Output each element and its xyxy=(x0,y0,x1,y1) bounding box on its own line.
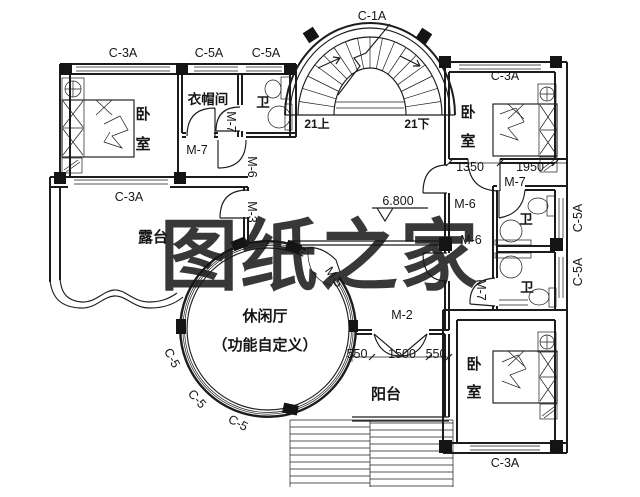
label-room-bedroom-br-2: 室 xyxy=(466,383,481,401)
label-dim-1500: 1500 xyxy=(388,347,416,361)
door-m6-corridor-2 xyxy=(422,252,448,282)
label-room-leisure-hall: 休闲厅 xyxy=(241,307,287,325)
label-room-bedroom-left-1: 卧 xyxy=(135,106,150,123)
label-window-c3a-bottom: C-3A xyxy=(491,456,520,470)
label-window-c3a-topleft: C-3A xyxy=(109,46,138,60)
label-room-terrace: 露台 xyxy=(138,228,168,246)
door-bath-topleft xyxy=(215,106,241,132)
label-dim-550a: 550 xyxy=(347,347,368,361)
label-window-c5-1: C-5 xyxy=(161,346,183,370)
label-room-bedroom-tr-1: 卧 xyxy=(460,104,475,121)
label-door-m7-cloak: M-7 xyxy=(186,143,208,157)
label-dim-1950: 1950 xyxy=(516,160,544,174)
label-stair-up: 21上 xyxy=(304,116,329,131)
walls xyxy=(49,61,568,454)
label-window-c5a-right2: C-5A xyxy=(571,257,585,286)
stair-treads xyxy=(299,37,441,108)
door-m5-swing xyxy=(307,247,333,287)
label-door-m3: M-3 xyxy=(245,201,259,223)
door-m6-hall xyxy=(217,139,247,169)
bed-topright xyxy=(492,83,558,173)
label-elevation: 6.800 xyxy=(382,194,413,208)
elevation-symbol xyxy=(372,207,428,223)
label-window-c5a-top1: C-5A xyxy=(195,46,224,60)
door-m6-corridor-1 xyxy=(422,164,448,194)
label-room-leisure-note: （功能自定义） xyxy=(212,336,317,354)
door-m7-cloakroom xyxy=(186,107,216,137)
label-window-c3a-terrace: C-3A xyxy=(115,190,144,204)
labels: C-3A C-5A C-5A C-1A C-3A C-3A C-3A C-5A … xyxy=(109,9,585,470)
stair-arrow-left xyxy=(317,56,341,69)
label-door-m6-hall: M-6 xyxy=(245,156,259,178)
door-bath1 xyxy=(498,189,526,219)
columns xyxy=(54,26,563,453)
label-door-m7-bedroom1: M-7 xyxy=(504,175,526,189)
label-door-m7-bath2: M-7 xyxy=(474,279,488,301)
bed-topleft xyxy=(61,77,135,174)
window-bands xyxy=(74,64,564,451)
stair-arrow-right xyxy=(399,55,421,67)
door-m7-bath2 xyxy=(469,277,496,307)
label-window-c5a-right1: C-5A xyxy=(571,203,585,232)
label-room-bedroom-tr-2: 室 xyxy=(460,132,475,150)
label-window-c3a-topright: C-3A xyxy=(491,69,520,83)
door-gap-mask xyxy=(301,246,342,284)
label-dim-1350: 1350 xyxy=(456,160,484,174)
door-m2-double xyxy=(373,333,428,357)
label-door-m7-cloak-rot: M-7 xyxy=(224,111,238,133)
bathroom-fixtures xyxy=(264,76,557,308)
door-m7-bedroom1 xyxy=(467,158,501,192)
door-m5-leaf xyxy=(307,247,341,273)
entry-steps xyxy=(289,416,454,487)
label-room-balcony: 阳台 xyxy=(371,385,401,403)
terrace-railing xyxy=(49,277,184,309)
label-room-cloakroom: 衣帽间 xyxy=(188,91,229,107)
label-window-c5a-top2: C-5A xyxy=(252,46,281,60)
door-swings xyxy=(186,106,526,357)
label-stair-down: 21下 xyxy=(404,117,429,131)
stair-break-line xyxy=(337,23,391,96)
label-room-bath-topleft: 卫 xyxy=(256,95,270,110)
label-window-c1a: C-1A xyxy=(358,9,387,23)
label-room-bath-right2: 卫 xyxy=(520,280,534,295)
label-door-m2: M-2 xyxy=(391,308,413,322)
watermark-text: 图纸之家 xyxy=(160,212,480,300)
label-room-bath-right1: 卫 xyxy=(519,212,533,227)
label-door-m6-corridor1: M-6 xyxy=(454,197,476,211)
label-room-bedroom-br-1: 卧 xyxy=(466,356,481,373)
bed-bottomright xyxy=(492,331,558,420)
door-m3-terrace xyxy=(219,189,249,219)
dimension-marks xyxy=(348,159,567,362)
label-room-bedroom-left-2: 室 xyxy=(135,135,150,153)
label-dim-550b: 550 xyxy=(426,347,447,361)
label-door-m6-corridor2: M-6 xyxy=(460,233,482,247)
